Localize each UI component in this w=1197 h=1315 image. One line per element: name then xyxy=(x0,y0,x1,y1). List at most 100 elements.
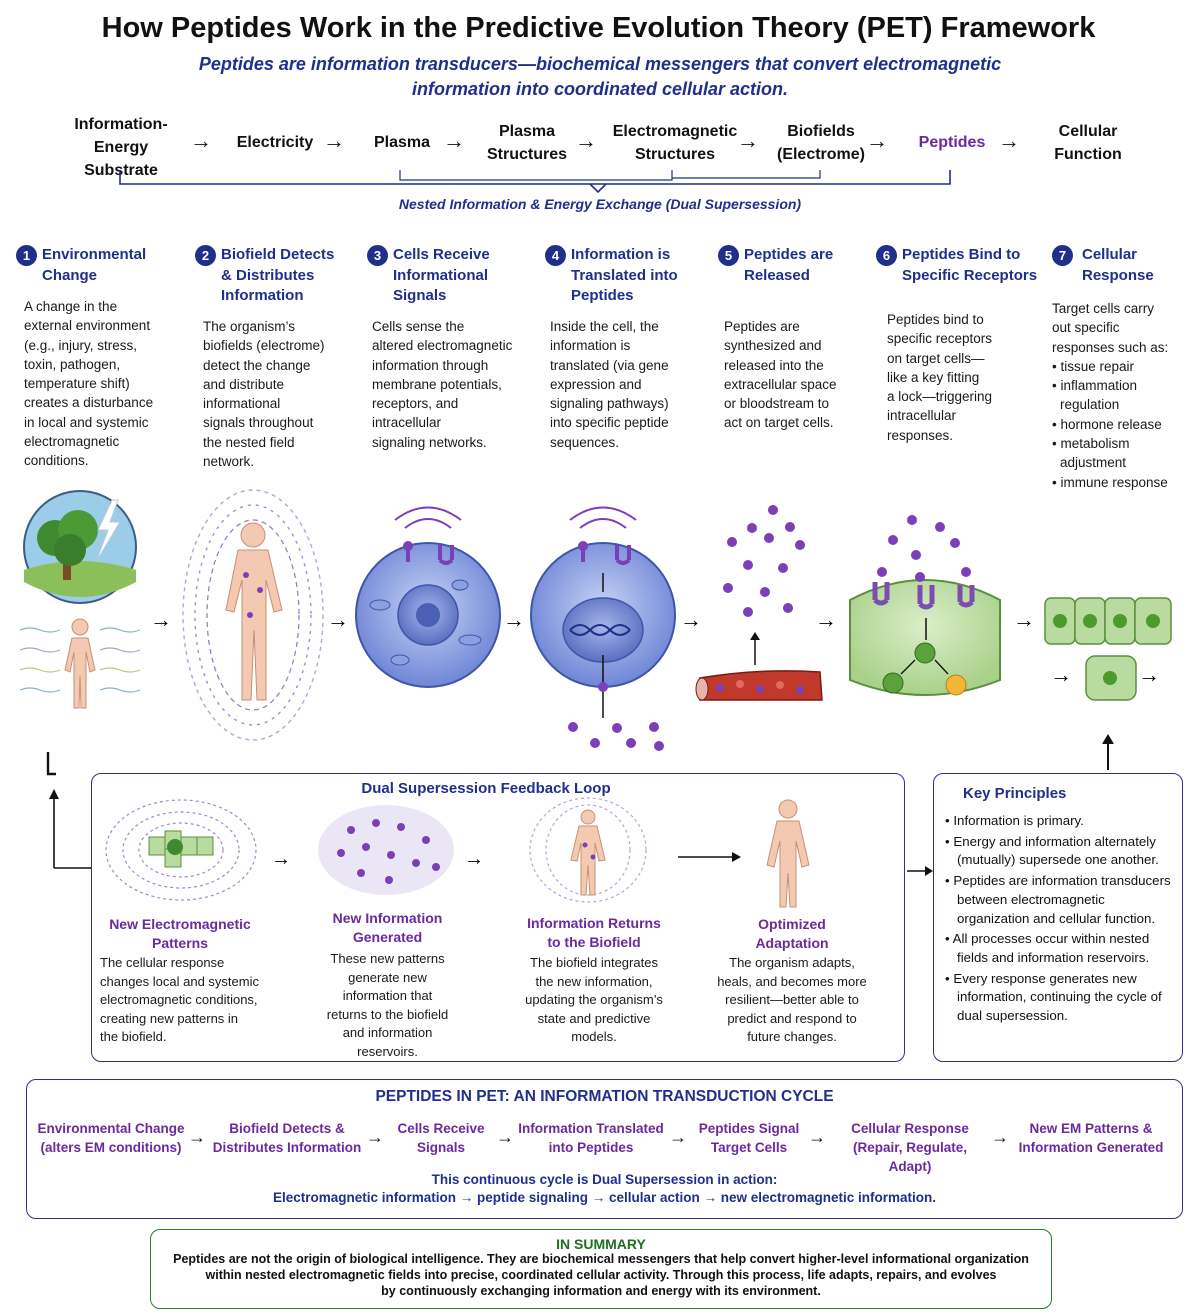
step-text-line: toxin, pathogen, xyxy=(24,356,121,372)
loop-text-line: models. xyxy=(571,1029,617,1045)
chain-line: Cellular xyxy=(1058,123,1118,140)
cycle-line: Information Translated xyxy=(518,1121,664,1136)
bullet-text: tissue repair xyxy=(1060,358,1135,374)
loop-item-title: New Electromagnetic Patterns xyxy=(100,915,260,953)
bullet-text: metabolism xyxy=(1060,436,1130,452)
loop-text-line: electromagnetic conditions, xyxy=(100,992,258,1008)
chain-item-peptides: Peptides xyxy=(907,131,997,154)
chain-arrow: → xyxy=(575,128,597,153)
chain-arrow: → xyxy=(866,128,888,153)
step-text: Cells sense the altered electromagnetic … xyxy=(372,317,542,452)
summary-line: Peptides are not the origin of biologica… xyxy=(173,1252,1029,1266)
cycle-item: New EM Patterns & Information Generated xyxy=(1016,1119,1166,1157)
chain-line: Structures xyxy=(634,146,716,163)
loop-text-line: information that xyxy=(342,988,433,1004)
loop-text-line: The biofield integrates xyxy=(530,955,658,970)
step-text-line: conditions. xyxy=(24,453,89,469)
loop-text-line: and information xyxy=(342,1025,433,1041)
loop-title-line: New Electromagnetic xyxy=(109,916,251,932)
step-text-line: A change in the xyxy=(24,299,118,314)
step-text-line: information through xyxy=(372,357,489,373)
step-text-line: information is xyxy=(550,338,631,354)
loop-text-line: the biofield. xyxy=(100,1029,167,1045)
cycle-arrow: → xyxy=(991,1127,1009,1147)
chain-line: Function xyxy=(1054,146,1122,163)
step-text-line: released into the xyxy=(724,357,824,373)
step-text-line: responses. xyxy=(887,427,954,443)
bullet-text: adjustment xyxy=(1060,455,1127,471)
step-text-line: signaling pathways) xyxy=(550,396,669,412)
step-text-line: intracellular xyxy=(372,415,442,431)
bullet-item: • metabolism xyxy=(1052,436,1130,452)
loop-text-line: future changes. xyxy=(747,1029,837,1045)
chain-line: Biofields xyxy=(787,123,855,140)
nested-braces xyxy=(119,170,951,194)
step-number: 3 xyxy=(367,245,388,266)
cycle-line: Cells Receive xyxy=(397,1121,485,1136)
step-number: 6 xyxy=(876,245,897,266)
principle-item: Information is primary. xyxy=(945,812,1177,831)
cycle-line: Biofield Detects & xyxy=(229,1121,345,1136)
chain-arrow: → xyxy=(737,128,759,153)
chain-line: Electricity xyxy=(236,134,314,151)
cycle-item: Information Translated into Peptides xyxy=(518,1119,664,1157)
step-text-line: signaling networks. xyxy=(372,434,487,450)
subtitle-line-2: information into coordinated cellular ac… xyxy=(411,79,789,99)
step-text-line: Peptides bind to xyxy=(887,312,984,327)
flow-arrow: → xyxy=(1013,607,1035,632)
tree-lightning-icon xyxy=(23,490,137,604)
step-text-line: altered electromagnetic xyxy=(372,338,513,354)
step-text-line: (e.g., injury, stress, xyxy=(24,337,138,353)
step-text-line: temperature shift) xyxy=(24,376,130,392)
summary-title: IN SUMMARY xyxy=(556,1236,646,1252)
chain-line: Plasma xyxy=(498,123,556,140)
step-title-line: Translated into xyxy=(571,266,678,284)
step-text-line: network. xyxy=(203,454,255,470)
step-text-line: translated (via gene xyxy=(550,357,669,373)
loop-text-line: changes local and systemic xyxy=(100,973,259,989)
loop-item-title: Information Returns to the Biofield xyxy=(510,914,678,952)
loop-title-line: Generated xyxy=(352,929,423,945)
flow-arrow: → xyxy=(150,607,172,632)
chain-line: (Electrome) xyxy=(776,146,866,163)
loop-text-line: updating the organism’s xyxy=(525,992,663,1008)
principle-item: Energy and information alternately (mutu… xyxy=(945,833,1177,870)
step-text-line: creates a disturbance xyxy=(24,395,154,411)
bullet-text: hormone release xyxy=(1060,416,1162,432)
step-text-line: Peptides are xyxy=(724,319,800,334)
step-title-line: Peptides xyxy=(571,287,634,304)
step-text: Target cells carry out specific response… xyxy=(1052,299,1192,492)
flow-arrow: → xyxy=(271,848,291,870)
step-number: 1 xyxy=(16,245,37,266)
loop-connector xyxy=(46,752,92,869)
step-text-line: signals throughout xyxy=(203,415,314,431)
summary-panel xyxy=(150,1229,1052,1309)
step-text-line: into specific peptide xyxy=(550,415,669,431)
chain-arrow: → xyxy=(190,128,212,153)
bullet-item: • immune response xyxy=(1052,474,1168,490)
loop-item-text: The cellular response changes local and … xyxy=(100,954,275,1047)
bullet-item: • tissue repair xyxy=(1052,358,1135,374)
flow-arrow: → xyxy=(503,607,525,632)
step-text-line: intracellular xyxy=(887,408,957,424)
feedback-loop-panel xyxy=(91,773,905,1062)
step-title-line: Environmental xyxy=(42,246,147,263)
loop-text-line: The cellular response xyxy=(100,955,225,970)
chain-arrow: → xyxy=(323,128,345,153)
step-text-line: Inside the cell, the xyxy=(550,319,659,334)
loop-title-line: Adaptation xyxy=(755,935,829,951)
step-title-line: Signals xyxy=(393,287,447,304)
cycle-item: Biofield Detects & Distributes Informati… xyxy=(212,1119,362,1157)
principle-item: Every response generates new information… xyxy=(945,970,1177,1026)
step-text-line: informational xyxy=(203,396,281,412)
loop-item-text: These new patterns generate new informat… xyxy=(310,950,465,1062)
step-text-line: external environment xyxy=(24,318,151,334)
principle-text: All processes occur within nested fields… xyxy=(952,931,1150,965)
principle-item: Peptides are information transducers bet… xyxy=(945,872,1177,928)
cell-icon xyxy=(355,506,501,688)
cycle-arrow: → xyxy=(366,1127,384,1147)
chain-line: Plasma xyxy=(373,134,431,151)
bullet-item: regulation xyxy=(1052,395,1192,414)
loop-item-text: The organism adapts, heals, and becomes … xyxy=(700,954,884,1047)
peptide-dots-icon xyxy=(568,722,664,751)
